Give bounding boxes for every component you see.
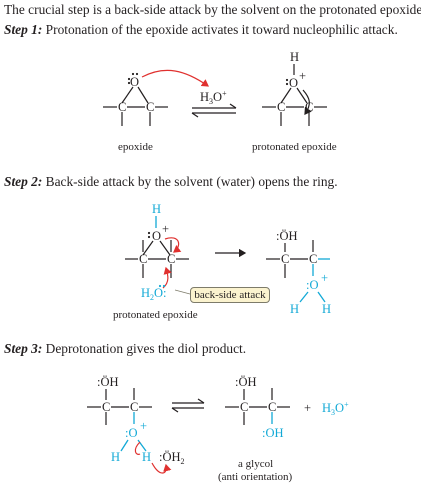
caption-anti: (anti orientation) (218, 471, 293, 483)
epoxide-structure: O C C (103, 72, 168, 126)
step-1-label: Step 1: (4, 22, 43, 37)
svg-text:C: C (309, 252, 317, 266)
svg-text:C: C (139, 252, 147, 266)
svg-text:C: C (118, 100, 126, 114)
step-2: Step 2: Back-side attack by the solvent … (4, 174, 338, 190)
caption-protonated-epoxide-2: protonated epoxide (113, 309, 198, 321)
product-hydronium: H3O+ (322, 400, 349, 417)
svg-text::ÖH: :ÖH (235, 375, 257, 389)
svg-text:+: + (140, 419, 147, 433)
svg-text::O: :O (125, 426, 138, 440)
reagent-hydronium: H3O+ (200, 89, 227, 106)
plus-sign: + (304, 401, 311, 415)
svg-text:O: O (289, 76, 298, 90)
curved-arrow-ring-opening (164, 237, 182, 253)
curved-arrow-ring (302, 89, 312, 115)
svg-text:H: H (290, 50, 299, 64)
svg-text:C: C (281, 252, 289, 266)
svg-text:C: C (277, 100, 285, 114)
curved-arrow-deprotonation-1 (134, 441, 141, 455)
caption-epoxide: epoxide (118, 141, 153, 153)
svg-text:+: + (162, 222, 169, 236)
equilibrium-arrow-1: H3O+ (191, 89, 237, 118)
ring-opened-product-structure: :ÖH C C :O + H H (266, 229, 331, 316)
svg-text::O: :O (306, 278, 319, 292)
intro-text: The crucial step is a back-side attack b… (4, 2, 421, 17)
equilibrium-arrow-3 (171, 398, 205, 413)
curved-arrow-deprotonation-2 (151, 462, 172, 474)
step-2-text: Back-side attack by the solvent (water) … (42, 174, 338, 189)
svg-text:H: H (111, 450, 120, 464)
svg-text:H: H (142, 450, 151, 464)
step-3-text: Deprotonation gives the diol product. (42, 341, 247, 356)
svg-text:H: H (322, 302, 331, 316)
curved-arrow-protonation (141, 69, 209, 87)
glycol-product-structure: :ÖH C C :OH (225, 375, 290, 440)
svg-text:C: C (240, 400, 248, 414)
step-2-label: Step 2: (4, 174, 43, 189)
svg-text::OH: :OH (262, 426, 284, 440)
protonated-epoxide-structure-2: H O + C C (125, 202, 189, 278)
water-base: :ÖH2 (159, 450, 185, 466)
svg-text:O: O (152, 229, 161, 243)
caption-protonated-epoxide-1: protonated epoxide (252, 141, 337, 153)
svg-text:H: H (152, 202, 161, 216)
svg-text:C: C (146, 100, 154, 114)
step-3: Step 3: Deprotonation gives the diol pro… (4, 341, 246, 357)
water-nucleophile: H2O: (141, 286, 167, 302)
svg-text::ÖH: :ÖH (97, 375, 119, 389)
svg-text:+: + (321, 271, 328, 285)
step-1-text: Protonation of the epoxide activates it … (42, 22, 398, 37)
svg-text:+: + (299, 69, 306, 83)
svg-text:C: C (268, 400, 276, 414)
step-3-label: Step 3: (4, 341, 43, 356)
epoxide-oxygen: O (130, 75, 139, 89)
back-side-attack-callout: back-side attack (190, 287, 270, 303)
protonated-epoxide-structure-1: H O + C C (262, 50, 327, 126)
svg-text:C: C (102, 400, 110, 414)
step-1: Step 1: Protonation of the epoxide activ… (4, 22, 398, 38)
svg-text:C: C (130, 400, 138, 414)
svg-text:C: C (167, 252, 175, 266)
svg-text:H: H (290, 302, 299, 316)
svg-text::ÖH: :ÖH (276, 229, 298, 243)
protonated-diol-structure: :ÖH C C :O + H H :ÖH2 (87, 375, 185, 466)
caption-glycol: a glycol (238, 458, 274, 470)
